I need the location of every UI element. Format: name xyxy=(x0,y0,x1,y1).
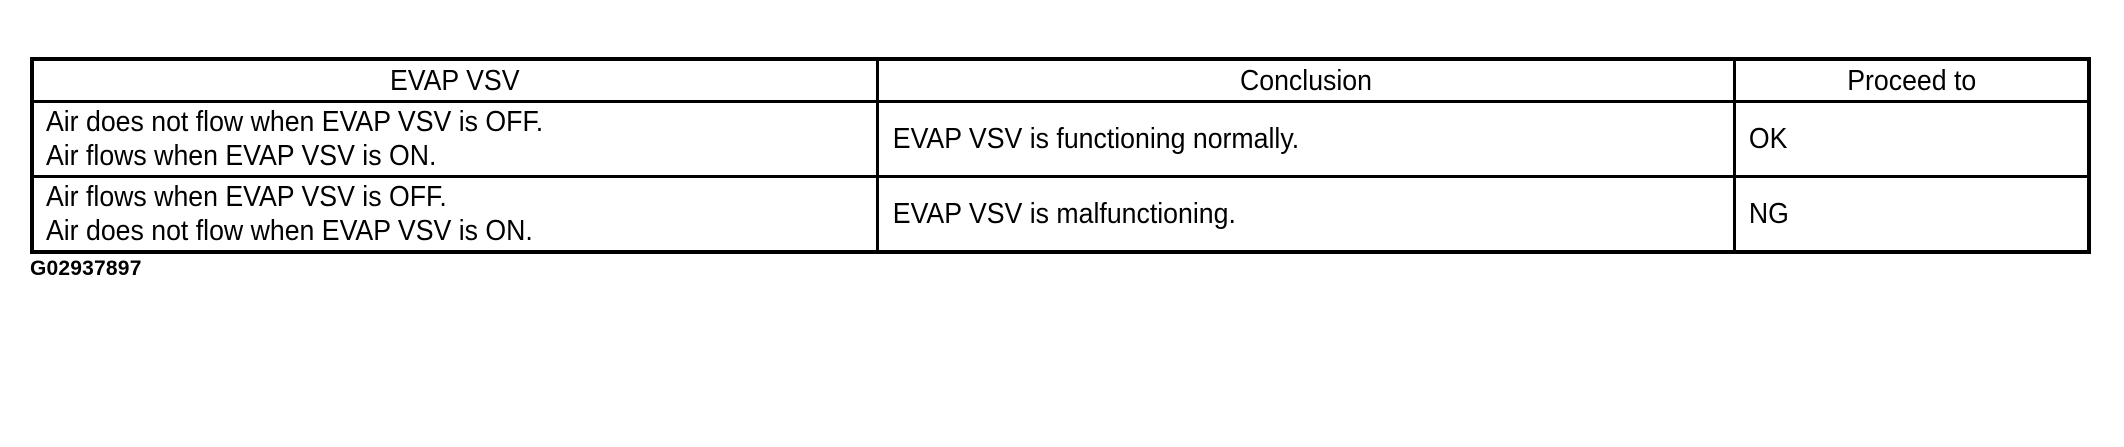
evap-vsv-inspection-table-wrapper: EVAP VSV Conclusion Proceed to Air does … xyxy=(30,57,2091,254)
header-cell-proceed-to: Proceed to xyxy=(1732,57,2091,103)
proceed-to-text-2: NG xyxy=(1748,198,1789,230)
table-row: Air flows when EVAP VSV is OFF. Air does… xyxy=(30,175,2091,254)
condition-line-2: Air does not flow when EVAP VSV is ON. xyxy=(45,215,533,247)
proceed-to-text-1: OK xyxy=(1748,123,1787,155)
figure-caption-id: G02937897 xyxy=(30,257,142,280)
table-row: Air does not flow when EVAP VSV is OFF. … xyxy=(30,100,2091,178)
conclusion-text-1: EVAP VSV is functioning normally. xyxy=(892,123,1299,155)
header-cell-evap-vsv: EVAP VSV xyxy=(30,57,879,103)
cell-evap-vsv-condition-1: Air does not flow when EVAP VSV is OFF. … xyxy=(30,100,879,178)
header-label-conclusion: Conclusion xyxy=(1239,64,1372,97)
evap-vsv-condition-text-2: Air flows when EVAP VSV is OFF. Air does… xyxy=(34,180,808,248)
cell-conclusion-1: EVAP VSV is functioning normally. xyxy=(875,100,1736,178)
header-cell-conclusion: Conclusion xyxy=(875,57,1736,103)
cell-evap-vsv-condition-2: Air flows when EVAP VSV is OFF. Air does… xyxy=(30,175,879,254)
header-label-proceed-to: Proceed to xyxy=(1846,64,1976,97)
condition-line-1: Air does not flow when EVAP VSV is OFF. xyxy=(45,106,544,138)
cell-conclusion-2: EVAP VSV is malfunctioning. xyxy=(875,175,1736,254)
condition-line-2: Air flows when EVAP VSV is ON. xyxy=(45,140,437,172)
cell-proceed-to-1: OK xyxy=(1732,100,2091,178)
table-header-row: EVAP VSV Conclusion Proceed to xyxy=(30,57,2091,103)
header-label-evap-vsv: EVAP VSV xyxy=(389,64,520,97)
cell-proceed-to-2: NG xyxy=(1732,175,2091,254)
evap-vsv-condition-text-1: Air does not flow when EVAP VSV is OFF. … xyxy=(34,105,808,173)
condition-line-1: Air flows when EVAP VSV is OFF. xyxy=(45,181,447,213)
conclusion-text-2: EVAP VSV is malfunctioning. xyxy=(892,198,1236,230)
evap-vsv-inspection-table: EVAP VSV Conclusion Proceed to Air does … xyxy=(30,57,2091,254)
